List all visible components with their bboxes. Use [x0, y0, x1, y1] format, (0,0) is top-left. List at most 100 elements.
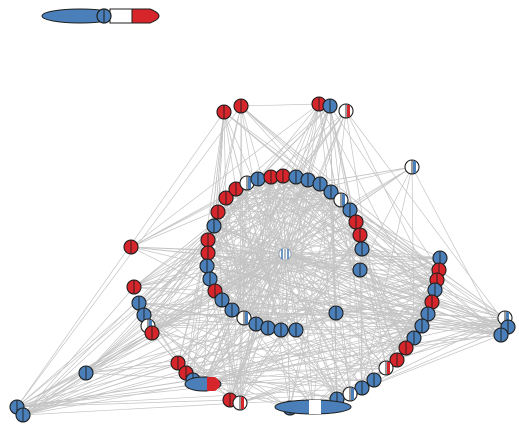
edge [239, 234, 361, 404]
edge [133, 286, 216, 292]
edge [307, 103, 320, 181]
edge [361, 248, 438, 281]
edge [138, 183, 321, 304]
network-node [15, 407, 31, 423]
edge [229, 176, 272, 401]
edge [419, 317, 506, 331]
edge [16, 379, 194, 408]
edge [349, 209, 502, 336]
edge [19, 372, 87, 411]
edge [307, 179, 361, 271]
edge [207, 252, 502, 336]
edge [209, 188, 237, 280]
edge [213, 225, 245, 319]
edge [431, 301, 502, 336]
edge [411, 166, 502, 336]
edge [133, 239, 209, 288]
edge [349, 209, 363, 389]
edge [349, 289, 436, 395]
network-node [322, 98, 338, 114]
network-node [366, 372, 382, 388]
edge [204, 103, 320, 385]
edge [177, 362, 338, 400]
edge [240, 105, 440, 271]
edge [239, 337, 415, 404]
edge [255, 269, 361, 325]
edge [345, 110, 436, 291]
edge [22, 372, 187, 416]
network-node [420, 306, 436, 322]
edge [246, 182, 351, 395]
edge [318, 103, 351, 395]
edge [223, 111, 506, 319]
network-node [216, 104, 232, 120]
edge [329, 105, 337, 314]
edge [185, 279, 438, 374]
network-node [250, 171, 266, 187]
edge [295, 176, 440, 271]
node-stripe [347, 105, 350, 117]
edge [361, 248, 441, 259]
node-segment [207, 377, 220, 391]
edge [213, 225, 436, 291]
edge [22, 402, 241, 416]
edge [239, 317, 506, 404]
node-segment [309, 400, 321, 414]
legend-red-segment [131, 8, 160, 24]
edge [16, 323, 257, 408]
edge [185, 105, 331, 374]
edge [217, 179, 309, 213]
network-node [206, 218, 222, 234]
edge [240, 103, 320, 107]
node-stripe [245, 312, 248, 324]
edge [147, 279, 438, 327]
network-node [493, 327, 509, 343]
network-node [354, 241, 370, 257]
edge [204, 383, 291, 409]
edge [16, 239, 209, 408]
edge [213, 225, 423, 327]
edge [207, 252, 297, 331]
edge [202, 301, 433, 385]
node-stripe [241, 397, 244, 409]
edge-hub [284, 253, 506, 319]
hub-node-stripe [281, 249, 283, 259]
network-node [328, 305, 344, 321]
network-node [260, 320, 276, 336]
edge [85, 175, 284, 374]
edge [147, 325, 291, 409]
edge [255, 248, 363, 325]
edge-layer [16, 103, 509, 416]
hub-node-stripe [287, 249, 289, 259]
edge [22, 301, 433, 416]
network-node [406, 330, 422, 346]
edge [240, 105, 245, 319]
edge [270, 176, 502, 336]
edge [130, 103, 320, 248]
legend-white-segment [109, 8, 133, 24]
network-node [414, 318, 430, 334]
edge [185, 337, 415, 374]
edge [147, 234, 361, 327]
edge [85, 325, 423, 374]
edge [243, 221, 357, 319]
edge [270, 176, 423, 327]
edge [255, 269, 440, 325]
edge [192, 325, 423, 381]
node-stripe [248, 177, 251, 189]
network-node [312, 176, 328, 192]
edge [206, 265, 407, 349]
edge [192, 313, 429, 381]
edge [16, 105, 242, 408]
edge [239, 209, 351, 404]
network-node [288, 322, 304, 338]
edge [133, 221, 357, 288]
edge [138, 302, 506, 319]
network-node [144, 325, 160, 341]
edge [243, 175, 284, 319]
edge [282, 175, 423, 327]
network-node [333, 192, 349, 208]
network-node [170, 355, 186, 371]
network-node [348, 214, 364, 230]
